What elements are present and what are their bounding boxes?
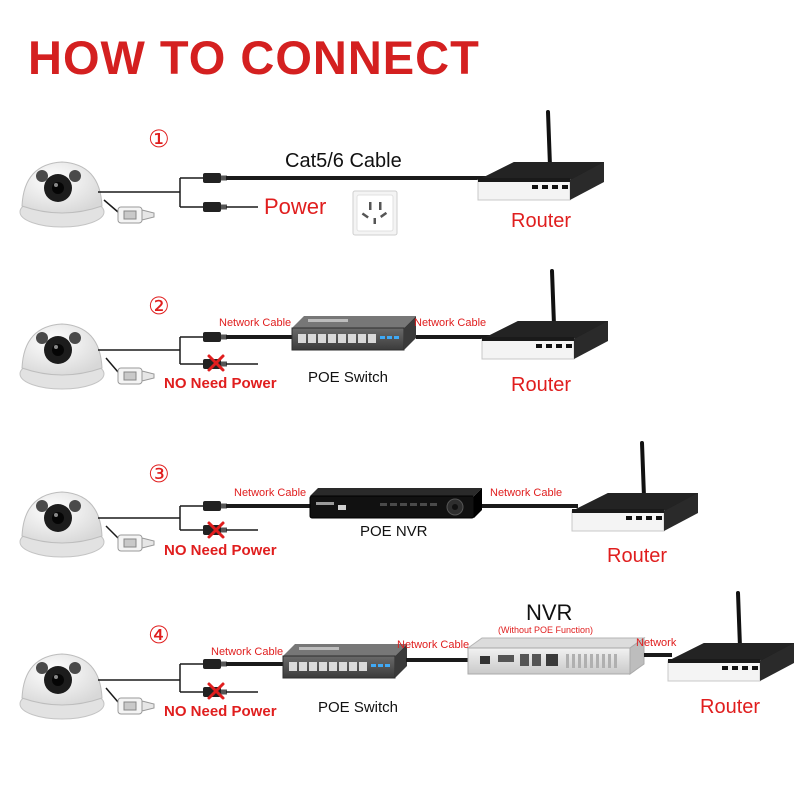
row-4-nvr-label: NVR — [526, 600, 573, 625]
page-title: HOW TO CONNECT — [28, 31, 480, 84]
rj45-plug-icon — [117, 697, 155, 715]
rj45-plug-icon — [203, 332, 227, 342]
row-2-right-cable-label: Network Cable — [414, 317, 487, 329]
dome-camera-icon — [19, 161, 105, 228]
dome-camera-icon — [19, 323, 105, 390]
row-4-middle-cable-label: Network Cable — [397, 639, 470, 651]
row-4-device-label: POE Switch — [318, 699, 399, 716]
step-2-number: ② — [148, 293, 170, 320]
router-icon — [666, 591, 796, 683]
row-4-power-label: NO Need Power — [164, 703, 277, 720]
row-2-device-label: POE Switch — [308, 369, 389, 386]
rj45-plug-icon — [203, 173, 227, 183]
router-icon — [570, 441, 700, 533]
row-1-cable-label: Cat5/6 Cable — [285, 150, 402, 172]
row-1-power-label: Power — [264, 194, 327, 219]
row-1-router-label: Router — [511, 210, 572, 232]
row-2-left-cable-label: Network Cable — [219, 317, 292, 329]
row-2-power-label: NO Need Power — [164, 375, 277, 392]
poe-nvr-icon — [309, 487, 483, 519]
dome-camera-icon — [19, 491, 105, 558]
power-outlet-icon — [352, 190, 398, 236]
rj45-plug-icon — [117, 534, 155, 552]
row-3 — [19, 441, 700, 558]
row-3-device-label: POE NVR — [360, 523, 428, 540]
camera-pigtail — [98, 178, 181, 207]
row-4-left-cable-label: Network Cable — [211, 646, 284, 658]
row-2 — [19, 269, 610, 390]
rj45-plug-icon — [117, 206, 155, 224]
rj45-plug-icon — [117, 367, 155, 385]
rj45-plug-icon — [203, 659, 227, 669]
router-icon — [476, 110, 606, 202]
row-1 — [19, 110, 606, 236]
row-4-right-cable-label: Network — [636, 637, 677, 649]
poe-switch-icon — [291, 315, 417, 351]
rj45-plug-icon — [203, 501, 227, 511]
row-4-router-label: Router — [700, 696, 761, 718]
step-4-number: ④ — [148, 622, 170, 649]
row-3-power-label: NO Need Power — [164, 542, 277, 559]
row-2-router-label: Router — [511, 374, 572, 396]
step-1-number: ① — [148, 126, 170, 153]
row-3-right-cable-label: Network Cable — [490, 487, 563, 499]
row-3-left-cable-label: Network Cable — [234, 487, 307, 499]
row-4 — [19, 591, 796, 720]
dc-plug-icon — [203, 202, 227, 212]
nvr-icon — [467, 637, 645, 675]
poe-switch-icon — [282, 643, 408, 679]
row-4-nvr-note: (Without POE Function) — [498, 625, 594, 635]
row-3-router-label: Router — [607, 545, 668, 567]
router-icon — [480, 269, 610, 361]
dome-camera-icon — [19, 653, 105, 720]
step-3-number: ③ — [148, 461, 170, 488]
